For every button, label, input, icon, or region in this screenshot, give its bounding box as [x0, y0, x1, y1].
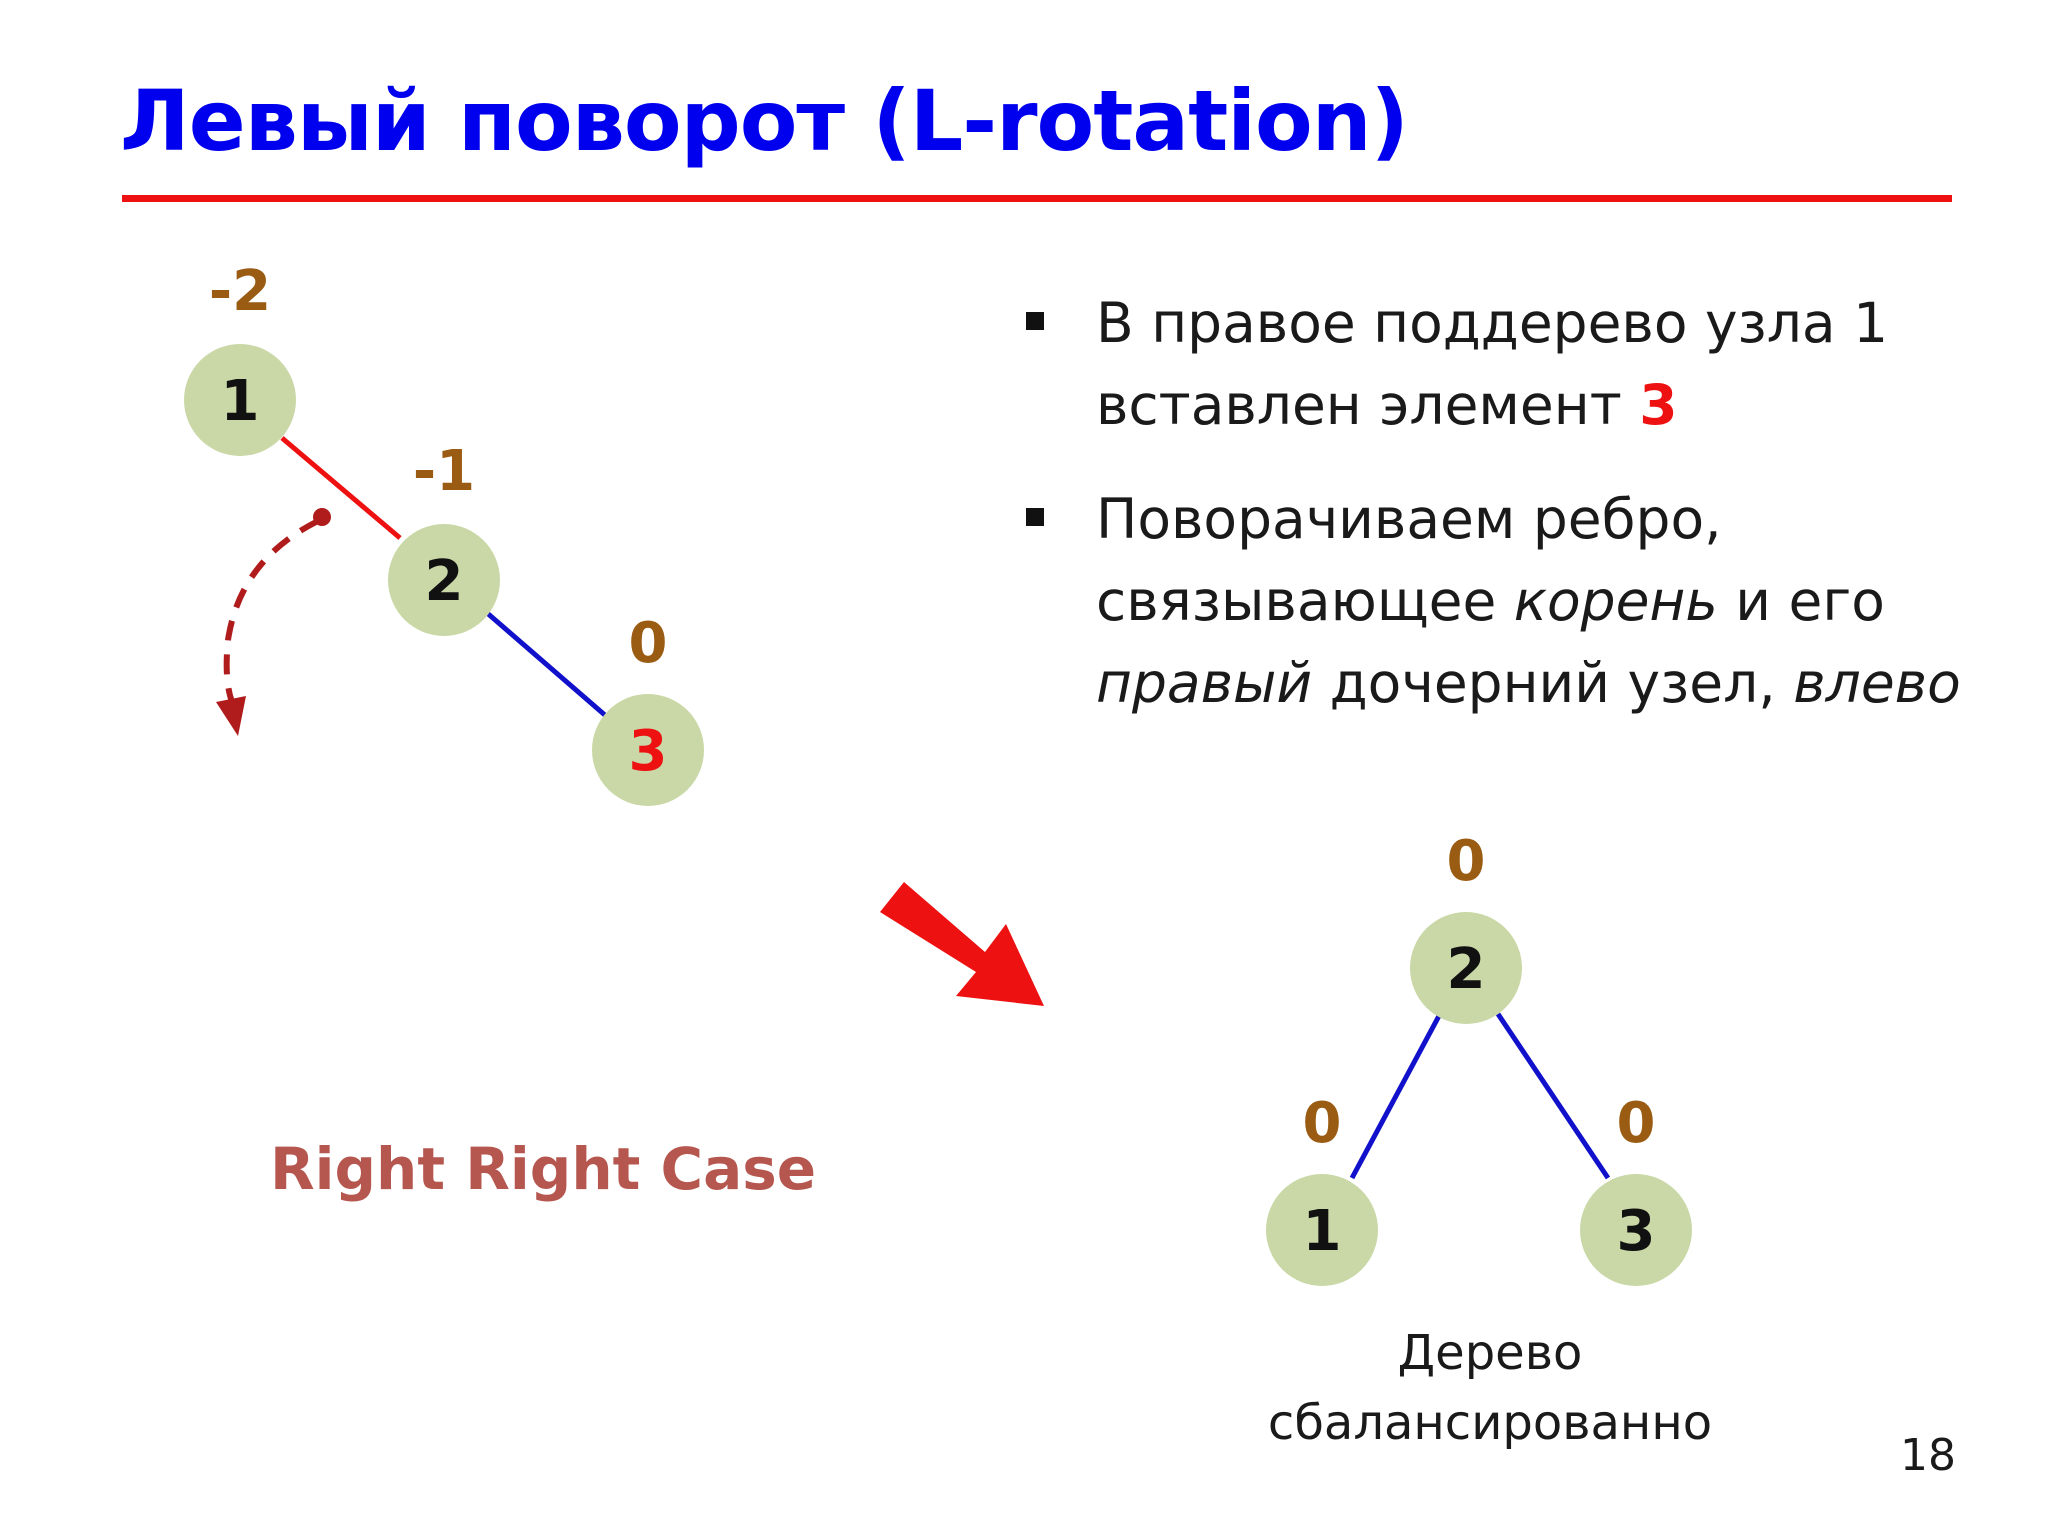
after-node-2-label: 2 [1447, 937, 1486, 1002]
before-node-3-label: 3 [629, 719, 668, 784]
inserted-element-number: 3 [1639, 373, 1678, 437]
bullet-square-icon [1026, 312, 1044, 330]
after-node-3-label: 3 [1617, 1199, 1656, 1264]
balanced-caption: Дерево сбалансированно [1230, 1318, 1750, 1458]
bullet-square-icon [1026, 508, 1044, 526]
bullet-2-root-word: корень [1513, 569, 1718, 633]
before-node-1: 1 [184, 344, 296, 456]
before-node-2: 2 [388, 524, 500, 636]
before-node-2-label: 2 [425, 549, 464, 614]
caption-line-1: Дерево [1397, 1325, 1583, 1381]
after-node-2-balance: 0 [1447, 829, 1486, 894]
transition-arrow-icon [880, 882, 1044, 1006]
bullet-2-line-3-mid: дочерний узел, [1312, 651, 1794, 715]
edge-1-2-before [280, 436, 402, 540]
after-node-3: 3 [1580, 1174, 1692, 1286]
bullet-item-insert: В правое поддерево узла 1 вставлен элеме… [1020, 282, 2020, 446]
edge-2-3-before [484, 610, 608, 718]
case-label: Right Right Case [270, 1135, 817, 1203]
before-node-3-balance: 0 [629, 611, 668, 676]
after-node-1: 1 [1266, 1174, 1378, 1286]
bullet-2-line-2-pre: связывающее [1096, 569, 1514, 633]
edge-2-3-after [1495, 1012, 1611, 1180]
before-node-1-label: 1 [221, 369, 260, 434]
rotation-arrow-head-icon [216, 696, 246, 736]
before-node-1-balance: -2 [209, 259, 271, 324]
edge-2-1-after [1349, 1012, 1443, 1180]
after-node-3-balance: 0 [1617, 1091, 1656, 1156]
bullet-list: В правое поддерево узла 1 вставлен элеме… [1020, 282, 2020, 756]
after-node-2: 2 [1410, 912, 1522, 1024]
bullet-2-line-2-post: и его [1717, 569, 1885, 633]
caption-line-2: сбалансированно [1267, 1395, 1713, 1451]
after-node-1-label: 1 [1303, 1199, 1342, 1264]
before-node-2-balance: -1 [413, 439, 475, 504]
page-number: 18 [1900, 1430, 1956, 1481]
title-divider [122, 195, 1952, 202]
bullet-1-line-1: В правое поддерево узла 1 [1096, 291, 1889, 355]
bullet-item-rotate: Поворачиваем ребро, связывающее корень и… [1020, 478, 2020, 724]
slide-title: Левый поворот (L-rotation) [120, 72, 1409, 170]
bullet-2-right-word: правый [1096, 651, 1313, 715]
rotation-arrow [223, 518, 320, 704]
bullet-2-left-word: влево [1793, 651, 1961, 715]
bullet-1-line-2: вставлен элемент [1096, 373, 1640, 437]
before-node-3: 3 [592, 694, 704, 806]
after-node-1-balance: 0 [1303, 1091, 1342, 1156]
bullet-2-line-1: Поворачиваем ребро, [1096, 487, 1722, 551]
